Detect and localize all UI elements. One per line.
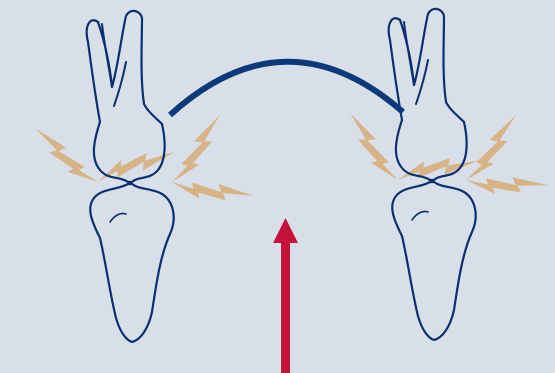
arrow-shaft (281, 240, 290, 373)
